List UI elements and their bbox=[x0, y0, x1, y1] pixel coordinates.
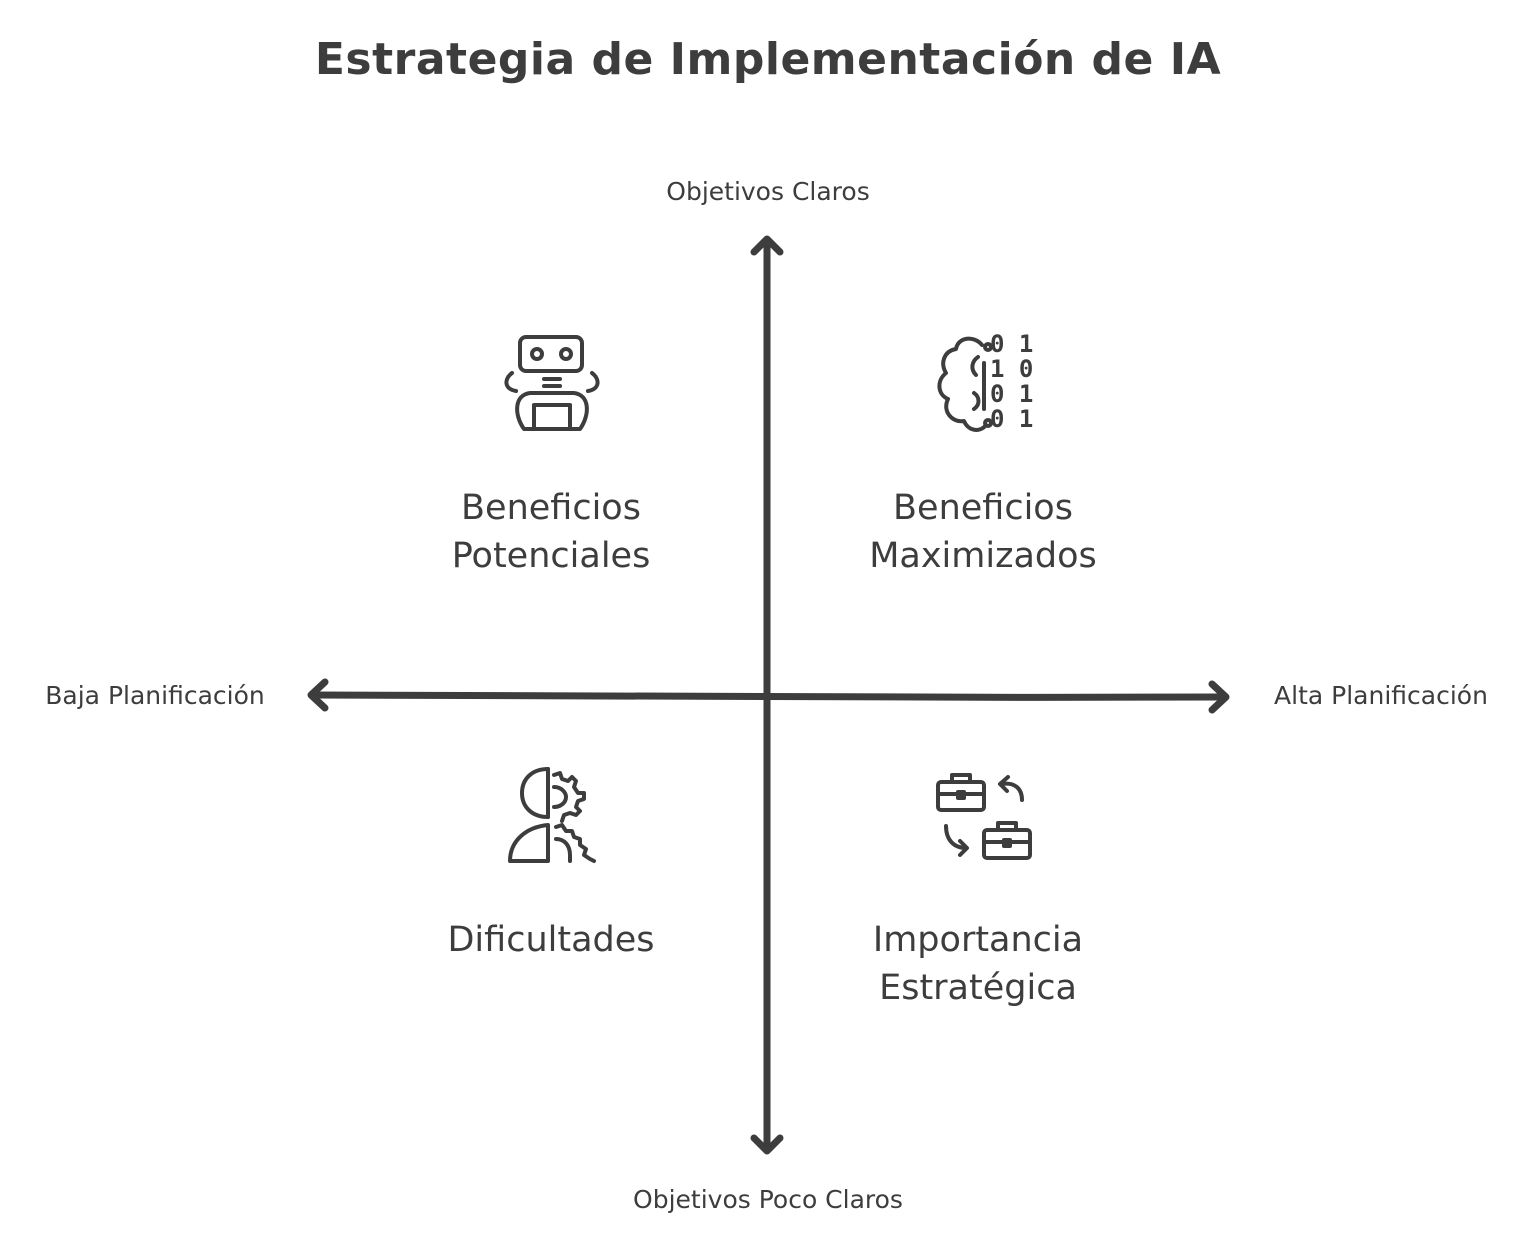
binary-row: 0 1 bbox=[990, 380, 1034, 408]
binary-digits: 0 1 1 0 0 1 0 1 bbox=[990, 332, 1033, 432]
axis-label-top: Objetivos Claros bbox=[666, 177, 870, 206]
quadrant-label-line: Potenciales bbox=[451, 536, 651, 576]
diagram-title: Estrategia de Implementación de IA bbox=[314, 34, 1222, 85]
quadrant-label-line: Importancia bbox=[872, 920, 1084, 960]
quadrant-label-line: Maximizados bbox=[869, 536, 1097, 576]
binary-row: 1 0 bbox=[990, 355, 1034, 383]
arrow-left-head bbox=[307, 678, 329, 712]
arrow-up-head bbox=[750, 235, 784, 256]
quadrant-label-dificultades: Dificultades bbox=[371, 916, 731, 964]
binary-row: 0 1 bbox=[990, 405, 1034, 433]
briefcase-swap-icon bbox=[934, 768, 1034, 870]
axis-label-right: Alta Planificación bbox=[1274, 681, 1488, 710]
axis-label-bottom: Objetivos Poco Claros bbox=[633, 1185, 903, 1214]
arrow-right-head bbox=[1208, 680, 1230, 714]
head-gear-icon bbox=[504, 765, 600, 871]
quadrant-label-line: Beneficios bbox=[461, 488, 641, 528]
quadrant-label-beneficios-maximizados: Beneficios Maximizados bbox=[803, 484, 1163, 580]
quadrant-label-importancia-estrategica: Importancia Estratégica bbox=[798, 916, 1158, 1012]
arrow-down-head bbox=[750, 1134, 784, 1155]
binary-row: 0 1 bbox=[990, 330, 1034, 358]
quadrant-label-line: Dificultades bbox=[447, 920, 655, 960]
horizontal-axis-line bbox=[310, 691, 1227, 701]
axis-label-left: Baja Planificación bbox=[45, 681, 265, 710]
brain-binary-icon bbox=[934, 333, 1038, 439]
quadrant-label-beneficios-potenciales: Beneficios Potenciales bbox=[371, 484, 731, 580]
quadrant-label-line: Estratégica bbox=[879, 968, 1077, 1008]
vertical-axis-line bbox=[763, 240, 772, 1149]
robot-icon bbox=[500, 333, 604, 439]
quadrant-label-line: Beneficios bbox=[893, 488, 1073, 528]
